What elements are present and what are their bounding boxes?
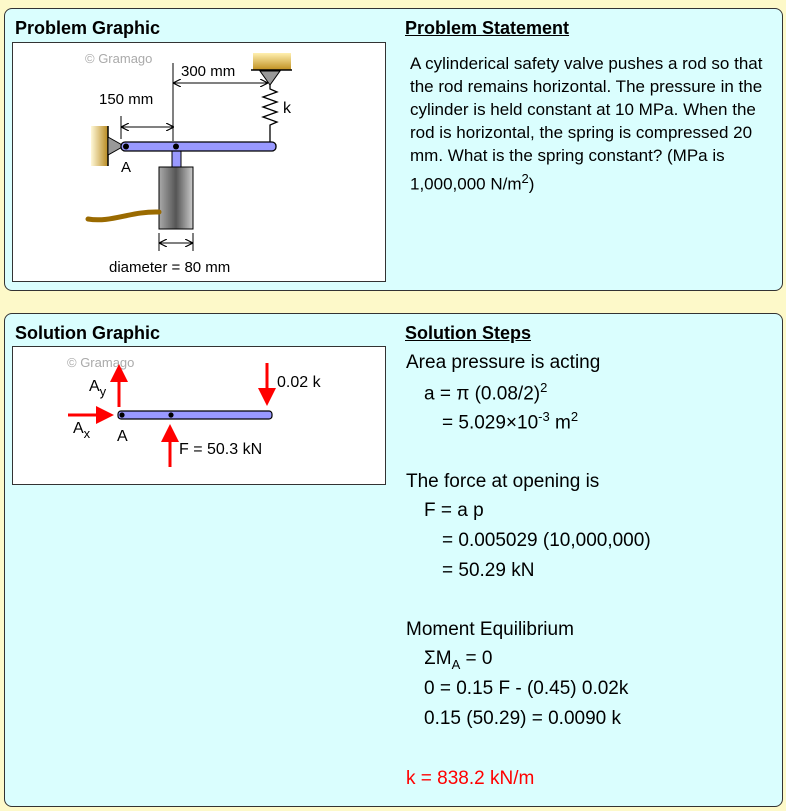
diameter-label: diameter = 80 mm bbox=[109, 259, 230, 276]
step-line: = 50.29 kN bbox=[442, 560, 535, 581]
spring-icon bbox=[261, 85, 279, 142]
step-line: Area pressure is acting bbox=[406, 352, 601, 373]
ceiling-support bbox=[253, 53, 291, 70]
problem-graphic: © Gramago k 300 mm 150 mm A diameter = 8… bbox=[12, 42, 386, 282]
solution-graphic-title: Solution Graphic bbox=[15, 323, 161, 343]
answer: k = 838.2 kN/m bbox=[406, 768, 535, 789]
dim-150: 150 mm bbox=[99, 91, 153, 108]
hose bbox=[85, 209, 162, 223]
step-line: F = a p bbox=[424, 500, 484, 521]
problem-statement-title: Problem Statement bbox=[405, 18, 570, 38]
step-line: The force at opening is bbox=[406, 471, 600, 492]
step-line: Moment Equilibrium bbox=[406, 619, 574, 640]
step-line: = 0.005029 (10,000,000) bbox=[442, 530, 651, 551]
cylinder bbox=[158, 166, 194, 230]
statement-end: ) bbox=[528, 174, 535, 194]
spring-force-label: 0.02 k bbox=[277, 374, 322, 391]
step-line: 0.15 (50.29) = 0.0090 k bbox=[424, 708, 622, 729]
point-a-label: A bbox=[121, 159, 131, 176]
step-line: 0 = 0.15 F - (0.45) 0.02k bbox=[424, 678, 629, 699]
solution-steps-title: Solution Steps bbox=[405, 323, 531, 343]
wall-support bbox=[91, 126, 108, 166]
copyright-text: © Gramago bbox=[85, 51, 152, 66]
statement-text: A cylinderical safety valve pushes a rod… bbox=[410, 54, 763, 194]
problem-graphic-title: Problem Graphic bbox=[15, 18, 161, 38]
dim-300: 300 mm bbox=[181, 63, 235, 80]
pin-support-icon bbox=[107, 136, 126, 156]
step-line: a = π (0.08/2)2 bbox=[424, 380, 548, 405]
solution-graphic: © Gramago Ay Ax A 0.02 k F = 50.3 kN bbox=[12, 346, 386, 485]
point-a-label: A bbox=[117, 428, 128, 445]
f-label: F = 50.3 kN bbox=[179, 441, 262, 458]
rod bbox=[120, 141, 277, 152]
ax-label: Ax bbox=[73, 420, 91, 441]
problem-statement: A cylinderical safety valve pushes a rod… bbox=[410, 52, 780, 196]
rod bbox=[117, 410, 273, 420]
statement-sup: 2 bbox=[521, 171, 529, 186]
step-line: = 5.029×10-3 m2 bbox=[442, 409, 579, 434]
spring-label: k bbox=[283, 100, 292, 117]
copyright-text: © Gramago bbox=[67, 355, 134, 370]
step-line: ΣMA = 0 bbox=[424, 648, 493, 672]
ay-label: Ay bbox=[89, 378, 107, 399]
